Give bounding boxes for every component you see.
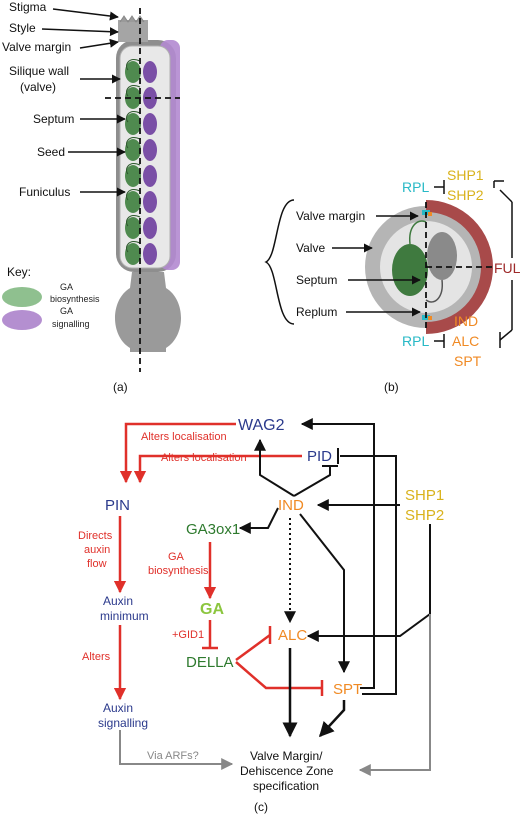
label-seed: Seed <box>37 145 65 159</box>
b-gene-spt: SPT <box>454 353 482 369</box>
label-septum: Septum <box>33 112 74 126</box>
label-funiculus: Funiculus <box>19 185 70 199</box>
seed-right <box>143 165 157 187</box>
funiculus-stroke <box>126 189 141 201</box>
key-ga-bio-1: GA <box>60 282 73 292</box>
seed-right <box>143 217 157 239</box>
node-vm-1: Valve Margin/ <box>250 749 323 763</box>
node-vm-3: specification <box>253 779 319 793</box>
b-gene-ful: FUL <box>494 260 521 276</box>
node-auxin-sig-1: Auxin <box>103 701 133 715</box>
edge-alters-localisation-2: Alters localisation <box>161 452 247 464</box>
funiculus-stroke <box>126 215 141 227</box>
key-legend: Key: GA biosynthesis GA signalling <box>2 265 100 330</box>
funiculus-stroke <box>126 137 141 149</box>
edge-directs-3: flow <box>87 558 107 570</box>
panel-a: Stigma Style Valve margin Silique wall (… <box>2 0 181 394</box>
edge-directs-1: Directs <box>78 530 113 542</box>
node-shp2: SHP2 <box>405 507 444 524</box>
label-stigma: Stigma <box>9 0 47 14</box>
edge-ga-bio-2: biosynthesis <box>148 565 209 577</box>
funiculus-stroke <box>126 241 141 253</box>
seed-left <box>125 191 141 213</box>
b-gene-alc: ALC <box>452 333 479 349</box>
seeds-group <box>125 59 157 265</box>
seed-right <box>143 61 157 83</box>
caption-c: (c) <box>254 800 268 814</box>
funiculus-stroke <box>126 163 141 175</box>
funiculus-stroke <box>126 85 141 97</box>
edge-ga-bio-1: GA <box>168 551 185 563</box>
seed-left <box>125 165 141 187</box>
node-shp1: SHP1 <box>405 487 444 504</box>
ga-biosynthesis-swatch <box>2 287 42 307</box>
b-gene-shp1: SHP1 <box>447 167 484 183</box>
b-label-valve: Valve <box>296 241 325 255</box>
b-label-replum: Replum <box>296 305 337 319</box>
seed-left <box>125 61 141 83</box>
seed-right <box>143 191 157 213</box>
seed-left <box>125 139 141 161</box>
b-label-valve-margin: Valve margin <box>296 209 365 223</box>
label-valve-margin: Valve margin <box>2 40 71 54</box>
node-auxin-min-1: Auxin <box>103 594 133 608</box>
node-ga: GA <box>200 601 224 618</box>
panel-c: WAG2 PID PIN IND SHP1 SHP2 GA3ox1 GA DEL… <box>78 417 444 814</box>
funiculus-stroke <box>126 59 141 71</box>
key-ga-sig-1: GA <box>60 306 73 316</box>
seed-right <box>143 139 157 161</box>
node-auxin-min-2: minimum <box>100 609 149 623</box>
node-wag2: WAG2 <box>238 417 285 434</box>
seed-left <box>125 87 141 109</box>
key-ga-sig-2: signalling <box>52 319 90 329</box>
seed-left <box>125 217 141 239</box>
label-silique-wall-sub: (valve) <box>20 80 56 94</box>
node-della: DELLA <box>186 654 234 671</box>
seed-right <box>143 113 157 135</box>
edge-gid1: +GID1 <box>172 629 204 641</box>
node-ga3ox1: GA3ox1 <box>186 521 240 538</box>
panel-b: Valve margin Valve Septum Replum RPL SHP… <box>264 167 521 394</box>
caption-b: (b) <box>384 380 399 394</box>
edge-directs-2: auxin <box>84 544 110 556</box>
label-silique-wall: Silique wall <box>9 64 69 78</box>
edge-alters-localisation-1: Alters localisation <box>141 431 227 443</box>
node-spt: SPT <box>333 681 362 698</box>
key-ga-bio-2: biosynthesis <box>50 294 100 304</box>
b-gene-ind: IND <box>454 313 478 329</box>
node-pin: PIN <box>105 497 130 514</box>
curly-brace <box>264 199 295 325</box>
ga-signalling-swatch <box>2 310 42 330</box>
label-style: Style <box>9 21 36 35</box>
b-gene-rpl-top: RPL <box>402 179 429 195</box>
b-gene-shp2: SHP2 <box>447 187 484 203</box>
seed-right <box>143 243 157 265</box>
b-label-septum: Septum <box>296 273 337 287</box>
node-pid: PID <box>307 448 332 465</box>
caption-a: (a) <box>113 380 128 394</box>
node-alc: ALC <box>278 627 307 644</box>
edge-via-arfs: Via ARFs? <box>147 750 199 762</box>
seed-left <box>125 243 141 265</box>
key-title: Key: <box>7 265 31 279</box>
seed-left <box>125 113 141 135</box>
node-ind: IND <box>278 497 304 514</box>
b-gene-rpl-bottom: RPL <box>402 333 429 349</box>
node-vm-2: Dehiscence Zone <box>240 764 334 778</box>
edge-alters: Alters <box>82 651 111 663</box>
node-auxin-sig-2: signalling <box>98 716 148 730</box>
funiculus-stroke <box>126 111 141 123</box>
